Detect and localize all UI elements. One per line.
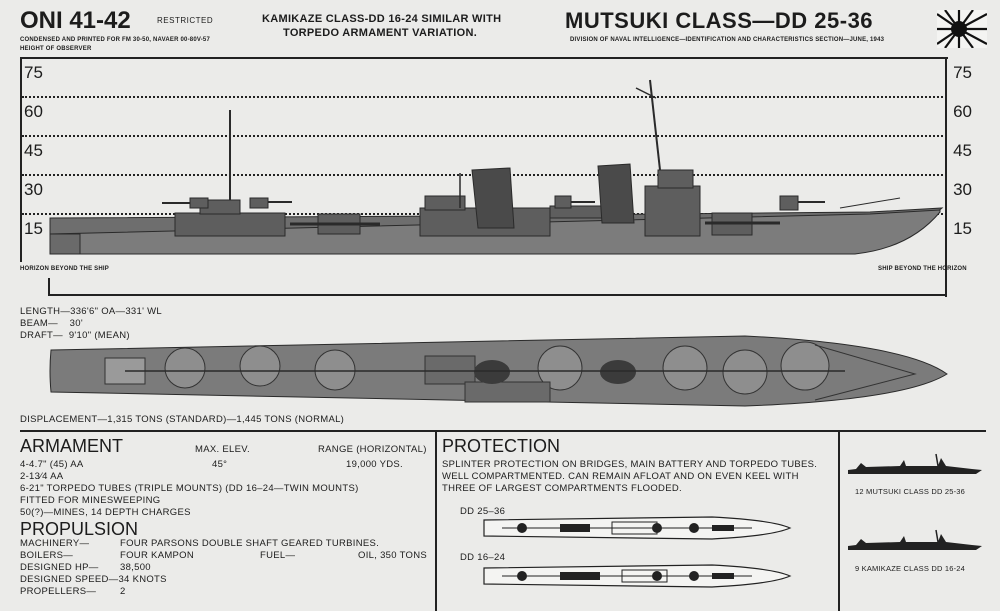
armament-row1-range: 19,000 YDS. [346, 459, 403, 470]
protection-text-line1: SPLINTER PROTECTION ON BRIDGES, MAIN BAT… [442, 459, 818, 470]
horizon-beyond-label: HORIZON BEYOND THE SHIP [20, 266, 109, 272]
oni-number: ONI 41-42 [20, 7, 131, 34]
ship-top-view [49, 335, 948, 407]
similar-class-note-line1: KAMIKAZE CLASS-DD 16-24 SIMILAR WITH [262, 13, 502, 25]
beam-spec: BEAM— 30' [20, 318, 83, 329]
height-scale-15-right: 15 [953, 219, 972, 238]
height-scale-60-left: 60 [24, 102, 43, 121]
fuel-label: FUEL— [260, 550, 296, 561]
designed-hp-label: DESIGNED HP— [20, 562, 99, 573]
machinery-value: FOUR PARSONS DOUBLE SHAFT GEARED TURBINE… [120, 538, 380, 549]
armament-col-range: RANGE (HORIZONTAL) [318, 444, 427, 455]
armament-heading: ARMAMENT [20, 436, 123, 456]
armament-row2: 2-13⁄4 AA [20, 471, 64, 482]
machinery-label: MACHINERY— [20, 538, 90, 549]
displacement-spec: DISPLACEMENT—1,315 TONS (STANDARD)—1,445… [20, 414, 345, 425]
condensed-note: CONDENSED AND PRINTED FOR FM 30-50, NAVA… [20, 37, 210, 43]
division-note: DIVISION OF NAVAL INTELLIGENCE—IDENTIFIC… [570, 37, 885, 43]
kamikaze-silhouette-label: 9 KAMIKAZE CLASS DD 16-24 [855, 564, 966, 573]
similar-class-note-line2: TORPEDO ARMAMENT VARIATION. [283, 27, 478, 39]
height-scale-15-left: 15 [24, 219, 43, 238]
height-scale-45-right: 45 [953, 141, 972, 160]
ship-side-profile [49, 79, 944, 255]
rising-sun-flag-icon [936, 9, 988, 49]
armament-col-elev: MAX. ELEV. [195, 444, 250, 455]
protection-heading: PROTECTION [442, 436, 561, 456]
height-scale-30-left: 30 [24, 180, 43, 199]
propulsion-heading: PROPULSION [20, 519, 139, 539]
height-scale-60-right: 60 [953, 102, 972, 121]
mutsuki-silhouette [848, 453, 982, 474]
height-scale-75-right: 75 [953, 63, 972, 82]
protection-dd-25-36-label: DD 25–36 [460, 506, 506, 517]
designed-speed: DESIGNED SPEED—34 KNOTS [20, 574, 167, 585]
armament-row5: 50(?)—MINES, 14 DEPTH CHARGES [20, 507, 191, 518]
height-scale-45-left: 45 [24, 141, 43, 160]
mutsuki-silhouette-label: 12 MUTSUKI CLASS DD 25-36 [855, 487, 966, 496]
kamikaze-silhouette [848, 529, 982, 550]
propellers-value: 2 [120, 586, 126, 597]
designed-hp-value: 38,500 [120, 562, 151, 573]
protection-text-line2: WELL COMPARTMENTED. CAN REMAIN AFLOAT AN… [442, 471, 799, 482]
class-title: MUTSUKI CLASS—DD 25-36 [565, 8, 874, 33]
restricted-label: RESTRICTED [157, 16, 214, 25]
protection-dd-16-24-label: DD 16–24 [460, 552, 506, 563]
height-scale-30-right: 30 [953, 180, 972, 199]
boilers-label: BOILERS— [20, 550, 74, 561]
ship-beyond-label: SHIP BEYOND THE HORIZON [878, 266, 967, 272]
armament-row1-weapon: 4-4.7" (45) AA [20, 459, 84, 470]
height-scale-75-left: 75 [24, 63, 43, 82]
protection-text-line3: THREE OF LARGEST COMPARTMENTS FLOODED. [442, 483, 682, 494]
boilers-value: FOUR KAMPON [120, 550, 195, 561]
armament-row4: FITTED FOR MINESWEEPING [20, 495, 161, 506]
draft-spec: DRAFT— 9'10" (MEAN) [20, 330, 130, 341]
height-of-observer-label: HEIGHT OF OBSERVER [20, 46, 92, 52]
armament-row1-elev: 45° [212, 459, 228, 470]
length-spec: LENGTH—336'6" OA—331' WL [20, 306, 162, 317]
armament-row3: 6-21" TORPEDO TUBES (TRIPLE MOUNTS) (DD … [20, 483, 359, 494]
protection-plan-dd-16-24 [483, 564, 792, 588]
protection-plan-dd-25-36 [483, 516, 792, 540]
fuel-value: OIL, 350 TONS [358, 550, 428, 561]
propellers-label: PROPELLERS— [20, 586, 97, 597]
